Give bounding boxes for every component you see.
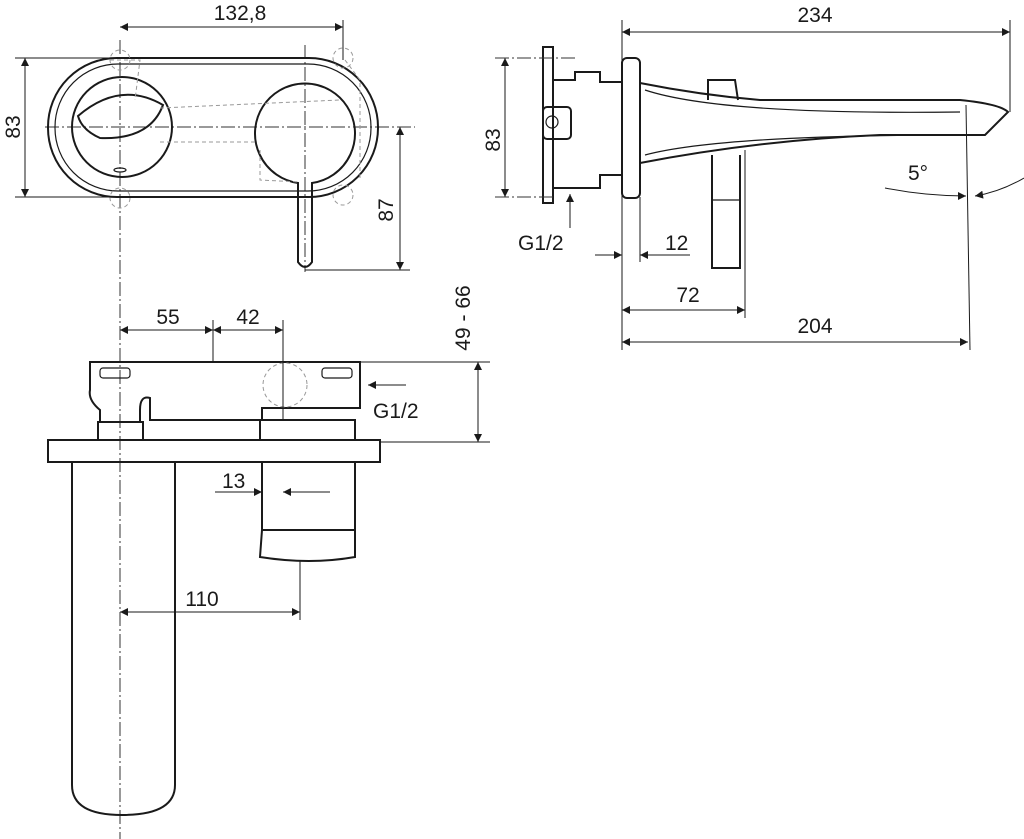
valve-body-bottom (88, 361, 361, 423)
dim-height-side: 83 (482, 128, 505, 151)
dim-height: 83 (2, 115, 25, 138)
hidden-lines (110, 59, 361, 183)
knob-grip (76, 93, 165, 140)
valve-body (552, 71, 623, 189)
angle-arc (974, 177, 1024, 199)
dim-width: 132,8 (214, 2, 267, 25)
dim-lever: 87 (375, 198, 398, 221)
spout-contour (644, 89, 961, 156)
dim-13: 13 (222, 470, 245, 493)
dim-55: 55 (156, 306, 179, 329)
dim-110: 110 (185, 588, 218, 611)
knob-indicator (113, 167, 127, 173)
dim-42: 42 (236, 306, 259, 329)
lever-handle (254, 82, 356, 268)
mounting-flange (542, 46, 554, 204)
diverter-knob (71, 76, 173, 178)
dim-depth-range: 49 - 66 (452, 285, 475, 350)
cover-plate (47, 57, 379, 198)
bottom-view: 55 42 49 - 66 G1/2 13 110 (47, 285, 490, 817)
dim-angle: 5° (908, 162, 928, 185)
dim-total-length: 234 (797, 4, 832, 27)
front-view: 132,8 83 87 (2, 2, 415, 839)
lever-side (707, 79, 741, 269)
wall-plate (621, 57, 641, 199)
spout-bottom (71, 462, 176, 817)
inlet-label-bottom: G1/2 (373, 400, 419, 423)
dim-lever-offset: 72 (676, 284, 699, 307)
screw-icon (545, 115, 559, 129)
valve-block (542, 106, 572, 140)
dim-plate-thickness: 12 (665, 232, 688, 255)
cover-plate-bottom (47, 439, 381, 463)
spout-side (639, 82, 1010, 164)
lever-bottom (258, 462, 356, 562)
inlet-label-side: G1/2 (518, 232, 564, 255)
cover-plate-inner (54, 63, 372, 192)
side-view: 83 234 G1/2 12 72 204 5° (482, 4, 1024, 351)
dim-projection: 204 (797, 315, 832, 338)
